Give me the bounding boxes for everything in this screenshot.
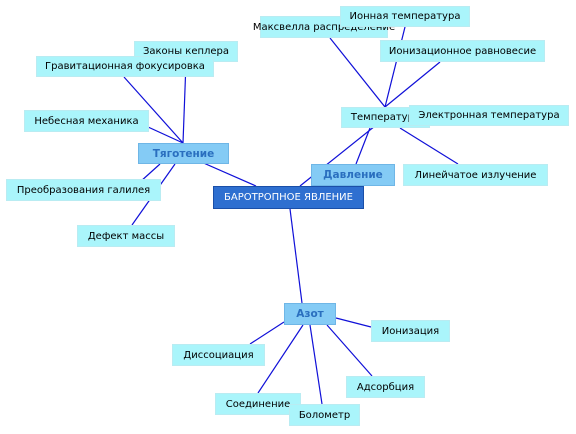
link-azot-dissociaciya bbox=[249, 321, 285, 345]
hub-label: Тяготение bbox=[152, 147, 215, 160]
hub-label: Давление bbox=[323, 169, 383, 181]
link-azot-ionizaciya bbox=[335, 317, 372, 328]
leaf-label: Соединение bbox=[225, 398, 291, 410]
leaf-label: Небесная механика bbox=[34, 115, 139, 127]
hub-node-temperatura[interactable]: Температура bbox=[341, 107, 430, 128]
leaf-label: Максвелла распределение bbox=[252, 21, 396, 33]
leaf-label: Преобразования галилея bbox=[16, 184, 151, 196]
leaf-label: Гравитационная фокусировка bbox=[45, 61, 205, 72]
leaf-label: Адсорбция bbox=[356, 381, 415, 393]
link-root-azot bbox=[289, 208, 303, 304]
leaf-node-ionizaciya[interactable]: Ионизация bbox=[371, 320, 450, 342]
link-tyag-nebesnaya bbox=[147, 126, 184, 144]
link-temp-lineychatoe bbox=[399, 127, 459, 165]
link-temp-davlenie bbox=[355, 127, 371, 165]
leaf-node-ioniz-ravn[interactable]: Ионизационное равновесие bbox=[380, 40, 545, 62]
leaf-node-dissociaciya[interactable]: Диссоциация bbox=[172, 344, 265, 366]
leaf-node-ionnaya[interactable]: Ионная температура bbox=[340, 6, 470, 27]
leaf-label: Законы кеплера bbox=[142, 46, 230, 57]
leaf-node-bolometr[interactable]: Болометр bbox=[289, 404, 360, 426]
leaf-label: Дефект массы bbox=[87, 230, 165, 242]
link-azot-bolometr bbox=[309, 324, 323, 405]
hub-node-davlenie[interactable]: Давление bbox=[311, 164, 395, 186]
link-azot-adsorbciya bbox=[326, 324, 373, 377]
leaf-label: Болометр bbox=[298, 409, 351, 421]
root-node[interactable]: БАРОТРОПНОЕ ЯВЛЕНИЕ bbox=[213, 186, 364, 209]
root-label: БАРОТРОПНОЕ ЯВЛЕНИЕ bbox=[224, 192, 353, 203]
hub-node-tyagotenie[interactable]: Тяготение bbox=[138, 143, 229, 164]
leaf-label: Линейчатое излучение bbox=[414, 169, 537, 181]
leaf-label: Электронная температура bbox=[418, 110, 560, 121]
leaf-node-defekt[interactable]: Дефект массы bbox=[77, 225, 175, 247]
hub-label: Температура bbox=[350, 112, 421, 123]
leaf-node-nebesnaya[interactable]: Небесная механика bbox=[24, 110, 149, 132]
leaf-node-galilei[interactable]: Преобразования галилея bbox=[6, 179, 161, 201]
hub-label: Азот bbox=[296, 308, 324, 320]
link-temp-ionnaya bbox=[384, 26, 406, 108]
leaf-node-lineychatoe[interactable]: Линейчатое излучение bbox=[403, 164, 548, 186]
link-temp-maxwell bbox=[329, 37, 386, 108]
leaf-label: Диссоциация bbox=[183, 349, 254, 361]
leaf-label: Ионная температура bbox=[349, 11, 461, 22]
link-temp-ioniz bbox=[384, 61, 441, 108]
leaf-node-adsorbciya[interactable]: Адсорбция bbox=[346, 376, 425, 398]
hub-node-azot[interactable]: Азот bbox=[284, 303, 336, 325]
leaf-label: Ионизационное равновесие bbox=[388, 45, 537, 57]
leaf-label: Ионизация bbox=[381, 325, 440, 337]
leaf-node-elektronnaya[interactable]: Электронная температура bbox=[409, 105, 569, 126]
link-tyag-grav bbox=[123, 76, 184, 144]
leaf-node-grav[interactable]: Гравитационная фокусировка bbox=[36, 56, 214, 77]
link-azot-soedinenie bbox=[257, 324, 304, 394]
